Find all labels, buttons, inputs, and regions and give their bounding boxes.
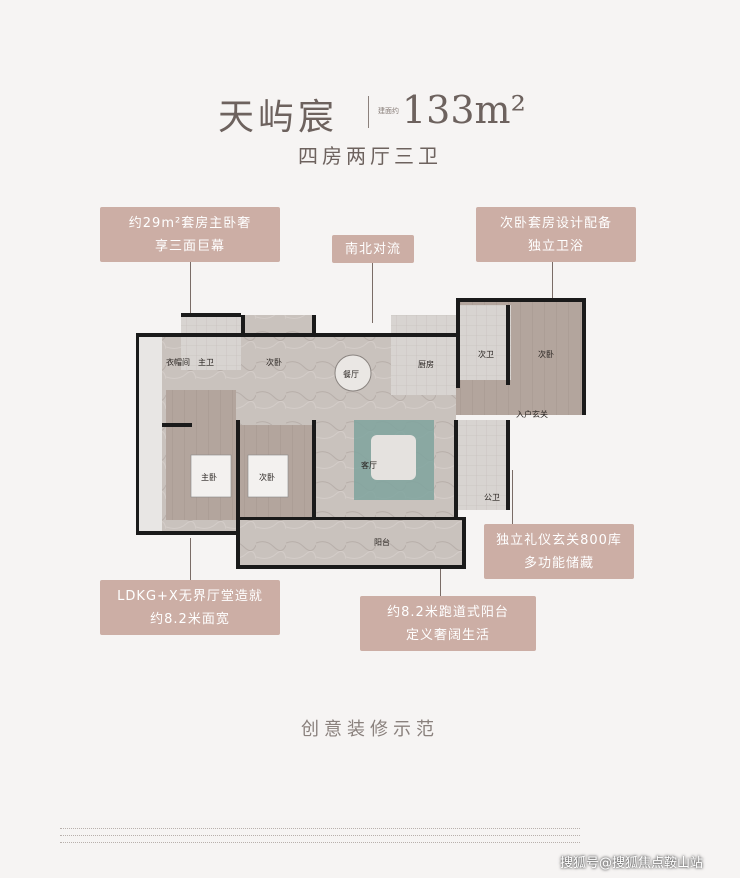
title-row: 天屿宸 建面约 133m² — [0, 88, 740, 138]
label-balcony: 阳台 — [374, 537, 390, 547]
area-label: 建面约 — [378, 107, 399, 115]
callout-ldkg: LDKG+X无界厅堂造就 约8.2米面宽 — [100, 580, 280, 635]
callout-ns-line1: 南北对流 — [344, 241, 401, 257]
callout-entrance: 独立礼仪玄关800库 多功能储藏 — [484, 524, 634, 579]
label-entrance: 入户玄关 — [516, 409, 548, 419]
callout-entrance-line1: 独立礼仪玄关800库 — [496, 532, 622, 548]
master-bed — [190, 454, 232, 498]
callout-master-line1: 约29m²套房主卧奢 — [128, 215, 252, 231]
callout-second-line2: 独立卫浴 — [527, 238, 584, 254]
label-bedroom-mid: 次卧 — [259, 472, 275, 482]
callout-master-bedroom: 约29m²套房主卧奢 享三面巨幕 — [100, 207, 280, 262]
label-kitchen: 厨房 — [418, 359, 434, 369]
label-cloakroom: 衣帽间 — [166, 357, 190, 367]
leader-ldkg — [190, 538, 191, 580]
label-master-bath: 主卫 — [198, 357, 214, 367]
leader-ns — [372, 263, 373, 323]
mid-bed — [247, 454, 289, 498]
balcony-floor — [236, 520, 466, 565]
label-bedroom-right: 次卧 — [538, 349, 554, 359]
label-master-bed: 主卧 — [201, 472, 217, 482]
sofa — [371, 435, 416, 480]
callout-ldkg-line1: LDKG+X无界厅堂造就 — [117, 588, 263, 604]
footer-title: 创意装修示范 — [301, 719, 439, 740]
callout-ldkg-line2: 约8.2米面宽 — [150, 611, 230, 627]
label-living: 客厅 — [361, 460, 377, 470]
leader-entrance — [512, 470, 513, 524]
area-value: 133m² — [402, 88, 526, 132]
callout-second-line1: 次卧套房设计配备 — [499, 215, 612, 231]
callout-balcony-line2: 定义奢阔生活 — [405, 627, 490, 643]
callout-balcony-line1: 约8.2米跑道式阳台 — [387, 604, 509, 620]
master-bath-floor — [181, 315, 241, 370]
dining-table — [334, 354, 372, 392]
public-bath-floor — [456, 420, 506, 510]
callout-balcony: 约8.2米跑道式阳台 定义奢阔生活 — [360, 596, 536, 651]
leader-second — [552, 262, 553, 302]
callout-north-south: 南北对流 — [332, 235, 414, 263]
label-bedroom-top: 次卧 — [266, 357, 282, 367]
leader-balcony — [440, 560, 441, 596]
label-second-bath: 次卫 — [478, 349, 494, 359]
project-title: 天屿宸 — [218, 97, 339, 138]
callout-entrance-line2: 多功能储藏 — [523, 555, 594, 571]
left-terrace — [136, 335, 162, 535]
watermark: 搜狐号@搜狐焦点鞍山站 — [560, 856, 704, 871]
fine-print — [60, 828, 580, 845]
callout-second-bedroom: 次卧套房设计配备 独立卫浴 — [476, 207, 636, 262]
title-divider — [368, 96, 369, 128]
kitchen-floor — [391, 315, 461, 395]
callout-master-line2: 享三面巨幕 — [154, 238, 225, 254]
bedroom-top-floor — [241, 315, 316, 390]
walls — [136, 298, 586, 569]
leader-master — [190, 262, 191, 317]
label-public-bath: 公卫 — [484, 493, 500, 502]
layout-subtitle: 四房两厅三卫 — [298, 144, 442, 168]
second-bath-floor — [456, 305, 511, 380]
label-dining: 餐厅 — [343, 370, 359, 379]
floor-plan: 主卫 衣帽间 次卧 餐厅 厨房 次卫 次卧 入户玄关 主卧 次卧 客厅 公卫 阳… — [136, 298, 586, 569]
